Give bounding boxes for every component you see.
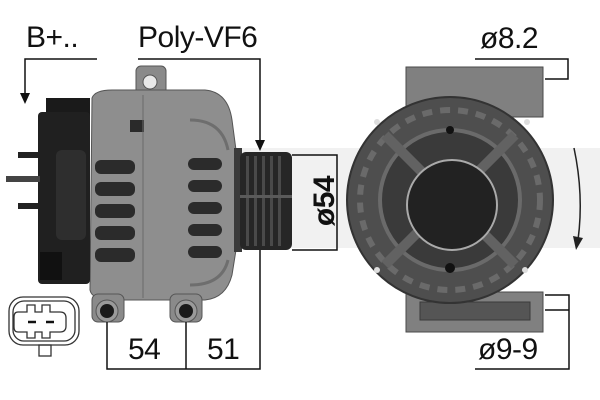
connector-plug-icon xyxy=(8,296,80,357)
pulley-diameter-label: ø54 xyxy=(308,175,341,227)
terminal-label: B+.. xyxy=(26,21,79,54)
upper-mount-diameter-label: ø8.2 xyxy=(480,22,539,55)
top-mount-lug-icon xyxy=(135,65,167,97)
bottom-mount-lugs-icon xyxy=(91,293,203,323)
alternator-housing-icon xyxy=(89,89,237,301)
lower-mount-diameter-label: ø9-9 xyxy=(478,333,538,366)
dimension-lines xyxy=(24,58,570,370)
rear-view-icon xyxy=(346,66,554,333)
pulley-icon xyxy=(234,148,292,252)
b-plus-arrow-icon xyxy=(20,93,30,104)
pulley-arrow-icon xyxy=(255,140,265,151)
mount-spacing-a-label: 54 xyxy=(128,333,161,366)
rotation-arrow-icon xyxy=(573,147,583,250)
pulley-type-label: Poly-VF6 xyxy=(138,21,258,54)
regulator-icon xyxy=(6,98,90,284)
mount-spacing-b-label: 51 xyxy=(207,333,240,366)
